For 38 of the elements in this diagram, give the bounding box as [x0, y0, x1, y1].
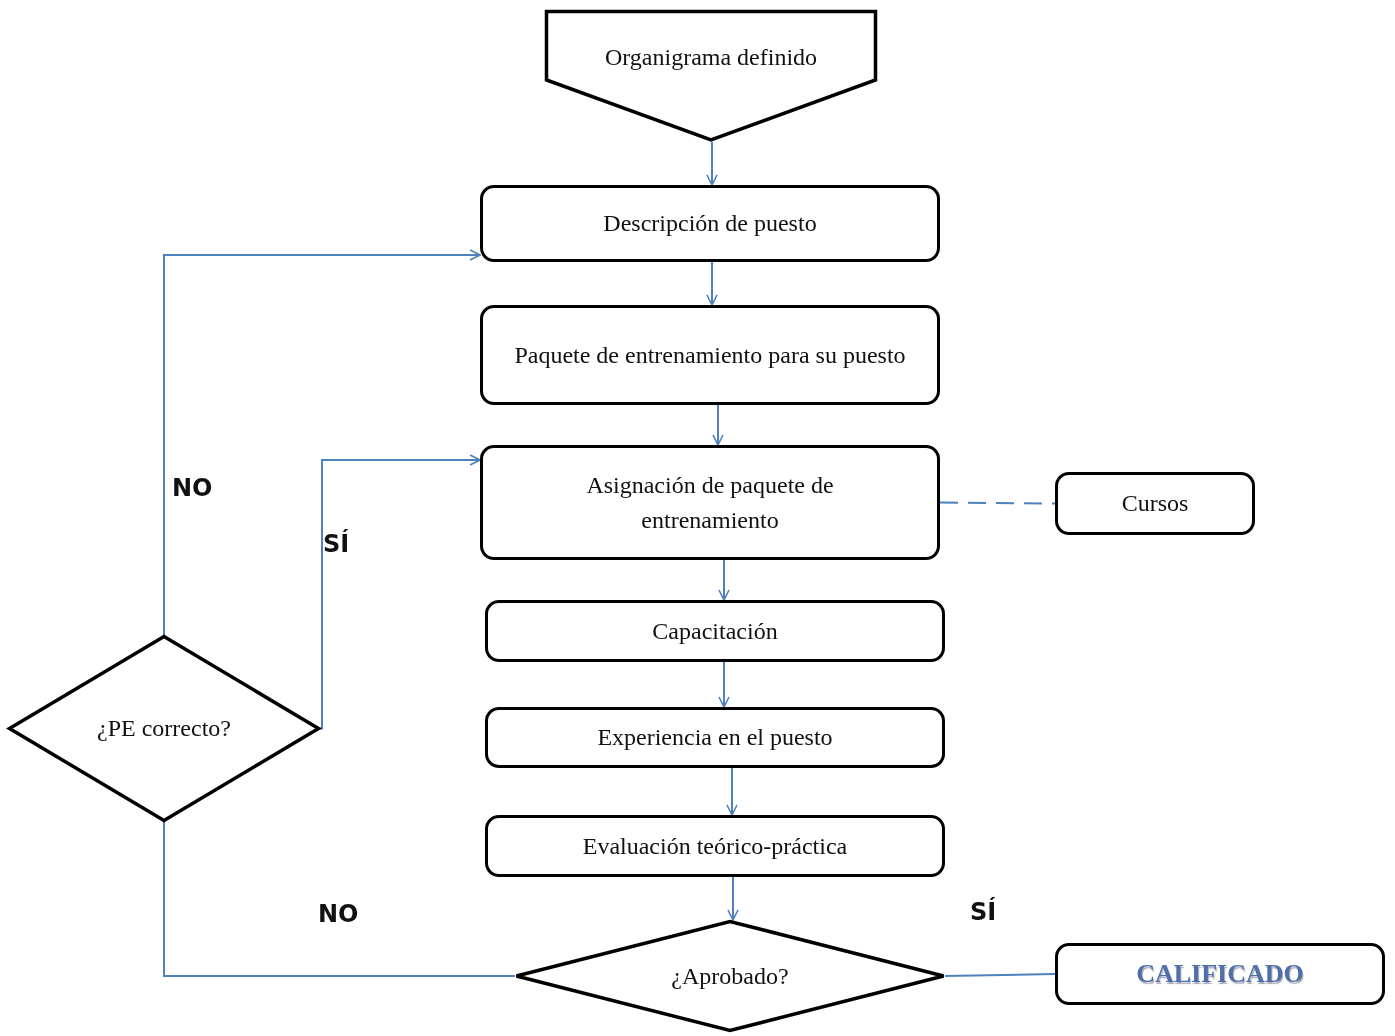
- node-text: ¿Aprobado?: [670, 961, 790, 991]
- node-text: CALIFICADO: [1135, 958, 1305, 991]
- edge-label: SÍ: [970, 898, 997, 926]
- connector: [163, 249, 481, 636]
- connector: [718, 559, 730, 601]
- node-text: Paquete de entrenamiento para su puesto: [513, 340, 907, 370]
- dashed-connector: [939, 501, 1056, 505]
- node-text: Organigrama definido: [603, 43, 819, 72]
- edge-label: NO: [172, 474, 213, 502]
- process-box: [485, 600, 945, 662]
- process-box: [1055, 472, 1255, 535]
- edge-label: SÍ: [323, 530, 350, 558]
- process-box: [485, 707, 945, 768]
- node-text: Descripción de puesto: [602, 209, 818, 239]
- result-box: [1055, 943, 1385, 1005]
- connector: [727, 876, 739, 921]
- process-box: [480, 305, 940, 405]
- connector: [712, 404, 724, 446]
- connector: [706, 141, 718, 186]
- connector: [706, 261, 718, 306]
- node-text: Cursos: [1120, 489, 1190, 519]
- process-box: [485, 815, 945, 877]
- process-box: [480, 445, 940, 560]
- off-page-connector: [545, 10, 877, 142]
- connector: [163, 821, 516, 977]
- node-text: Evaluación teórico-práctica: [581, 831, 849, 861]
- connector: [718, 661, 730, 708]
- connector: [726, 767, 738, 816]
- node-text: Asignación de paquete de entrenamiento: [585, 470, 835, 535]
- connector: [319, 454, 481, 730]
- node-text: ¿PE correcto?: [96, 714, 232, 744]
- decision-diamond: [515, 920, 945, 1032]
- node-text: Capacitación: [651, 616, 779, 646]
- edge-label: NO: [318, 900, 359, 928]
- node-text: Experiencia en el puesto: [596, 723, 834, 753]
- connector: [944, 973, 1056, 977]
- process-box: [480, 185, 940, 262]
- decision-diamond: [8, 635, 320, 822]
